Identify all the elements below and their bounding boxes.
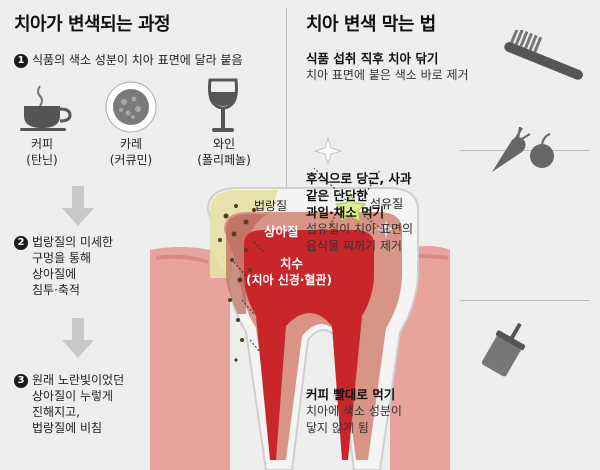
coffee-cup-icon (20, 85, 72, 131)
tip-2-title-1: 후식으로 당근, 사과 (306, 171, 412, 186)
step-2: 2 법랑질의 미세한 구멍을 통해 상아질에 침투·축적 (14, 234, 174, 298)
right-divider-1 (460, 150, 590, 151)
wine-name: 와인 (212, 137, 236, 151)
curry-label: 카레 (커큐민) (96, 136, 166, 168)
curry-name: 카레 (119, 137, 143, 151)
tip-1-desc: 치아 표면에 붙은 색소 바로 제거 (306, 68, 469, 82)
right-title: 치아 변색 막는 법 (306, 14, 436, 35)
step-2-line-1: 법랑질의 미세한 (32, 235, 114, 249)
tip-2-desc-2: 음식물 찌꺼기 제거 (306, 239, 402, 253)
wine-glass-icon (208, 78, 238, 132)
step-3-number: 3 (14, 374, 28, 388)
curry-bowl-icon (105, 81, 157, 133)
wine-label: 와인 (폴리페놀) (186, 136, 262, 168)
step-2-line-4: 침투·축적 (32, 283, 80, 297)
coffee-sub: (탄닌) (26, 153, 58, 167)
pulp-label: 치수 (280, 256, 304, 271)
tip-2-title-3: 과일·채소 먹기 (306, 205, 385, 220)
fiber-star-icon (334, 192, 367, 222)
vertical-divider (286, 8, 287, 213)
tooth-diagram: 법랑질 섬유질 상아질 치수 (치아 신경·혈관) (150, 136, 450, 470)
step-3-line-4: 법랑질에 비침 (32, 421, 103, 435)
right-divider-2 (460, 300, 590, 301)
step-3-line-2: 상아질이 누렇게 (32, 389, 114, 403)
step-3-line-1: 원래 노란빛이었던 (32, 373, 125, 387)
tip-1: 식품 섭취 직후 치아 닦기 치아 표면에 붙은 색소 바로 제거 (306, 50, 496, 84)
step-3: 3 원래 노란빛이었던 상아질이 누렇게 진해지고, 법랑질에 비침 (14, 372, 184, 436)
toothbrush-icon (504, 30, 583, 80)
step-1: 1 식품의 색소 성분이 치아 표면에 달라 붙음 (14, 52, 284, 68)
enamel-label: 법랑질 (254, 199, 287, 213)
tip-2: 후식으로 당근, 사과 같은 단단한 과일·채소 먹기 섬유질이 치아 표면의 … (306, 170, 486, 255)
dentin-label: 상아질 (264, 224, 299, 239)
step-3-line-3: 진해지고, (32, 405, 80, 419)
tip-3-desc-2: 닿지 않게 됨 (306, 421, 369, 435)
step-1-number: 1 (14, 54, 28, 68)
wine-sub: (폴리페놀) (197, 153, 251, 167)
curry-sub: (커큐민) (109, 153, 153, 167)
down-arrow-icon-2 (62, 318, 94, 358)
tip-2-title-2: 같은 단단한 (306, 188, 368, 203)
coffee-label: 커피 (탄닌) (10, 136, 74, 168)
fiber-label: 섬유질 (370, 197, 403, 211)
left-title: 치아가 변색되는 과정 (14, 14, 171, 35)
pulp (244, 230, 374, 460)
step-2-line-2: 구멍을 통해 (32, 251, 92, 265)
tip-3: 커피 빨대로 먹기 치아에 색소 성분이 닿지 않게 됨 (306, 386, 486, 437)
tip-3-desc-1: 치아에 색소 성분이 (306, 404, 402, 418)
step-2-line-3: 상아질에 (32, 267, 77, 281)
coffee-name: 커피 (30, 137, 54, 151)
step-2-number: 2 (14, 236, 28, 250)
tip-2-desc-1: 섬유질이 치아 표면의 (306, 222, 413, 236)
tip-1-title: 식품 섭취 직후 치아 닦기 (306, 51, 439, 66)
tip-3-title: 커피 빨대로 먹기 (306, 387, 396, 402)
pulp-sub-label: (치아 신경·혈관) (246, 272, 332, 287)
down-arrow-icon-1 (62, 186, 94, 226)
step-1-text: 식품의 색소 성분이 치아 표면에 달라 붙음 (32, 53, 243, 67)
straw-cup-icon (481, 322, 526, 377)
carrot-apple-icon (492, 126, 554, 172)
